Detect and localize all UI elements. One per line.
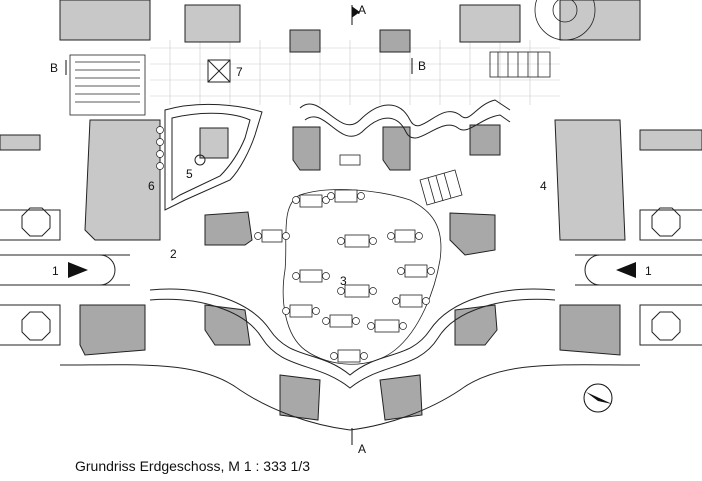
section-a-top-label: A xyxy=(358,3,366,17)
lift-box xyxy=(207,59,231,83)
lower-wave-bench xyxy=(149,288,556,389)
section-b-left-label: B xyxy=(50,61,58,75)
spiral-stair xyxy=(534,0,596,41)
entrance-arrow-left xyxy=(68,262,88,278)
section-b-right-label: B xyxy=(418,59,426,73)
chairs xyxy=(156,126,435,360)
serpentine-bench xyxy=(299,99,511,139)
label-5: 5 xyxy=(186,167,193,181)
section-line-a xyxy=(351,5,360,445)
outer-arcade xyxy=(59,364,641,431)
lounge-tables xyxy=(261,154,428,363)
north-arrow-icon xyxy=(583,383,613,413)
piers xyxy=(79,29,621,421)
label-3: 3 xyxy=(340,274,347,288)
stair-left xyxy=(69,54,146,116)
stair-right xyxy=(489,51,551,78)
entrance-arrow-right xyxy=(616,262,636,278)
lounge-zone xyxy=(282,189,442,365)
exterior-columns xyxy=(0,207,702,346)
bar-area xyxy=(164,103,263,211)
section-a-bottom-label: A xyxy=(358,442,366,456)
label-4: 4 xyxy=(540,179,547,193)
section-line-b xyxy=(65,58,413,75)
stair-center xyxy=(419,169,463,206)
entrances xyxy=(0,254,702,286)
label-1-right: 1 xyxy=(645,264,652,278)
label-1-left: 1 xyxy=(52,264,59,278)
label-6: 6 xyxy=(148,179,155,193)
plan-caption: Grundriss Erdgeschoss, M 1 : 333 1/3 xyxy=(75,458,310,474)
label-2: 2 xyxy=(170,247,177,261)
label-7: 7 xyxy=(236,65,243,79)
building-walls xyxy=(0,0,702,241)
